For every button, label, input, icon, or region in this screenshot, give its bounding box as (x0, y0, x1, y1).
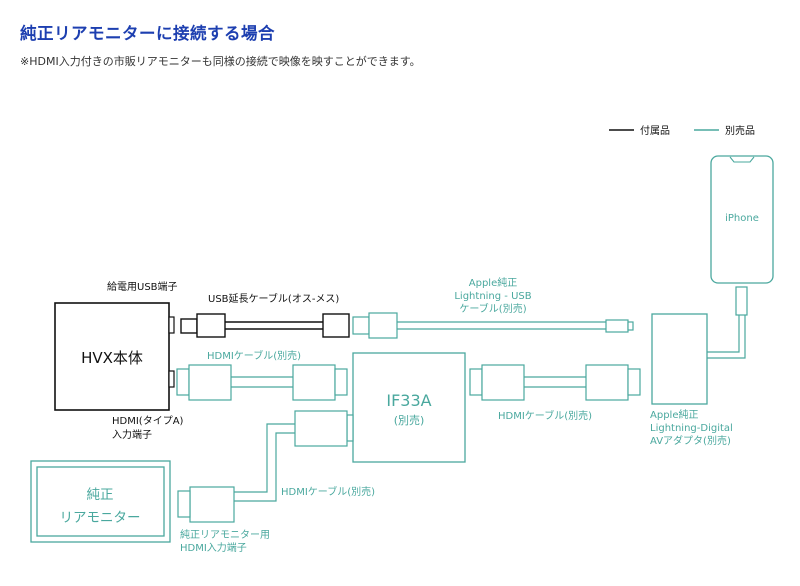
hdmi-cable-top-label: HDMIケーブル(別売) (207, 349, 301, 362)
page-title: 純正リアモニターに接続する場合 (20, 24, 275, 43)
lightning-usb-label-line1: Apple純正 (469, 276, 517, 289)
hdmi-input-port (168, 370, 175, 388)
monitor-port-label-line1: 純正リアモニター用 (180, 528, 270, 541)
rear-monitor: 純正 リアモニター (30, 460, 171, 543)
hvx-unit: HVX本体 (54, 302, 175, 411)
lightning-usb-label-line2: Lightning - USB (454, 291, 531, 302)
hdmi-cable-if33a-adapter (469, 364, 641, 401)
hdmi-port-label-line2: 入力端子 (112, 428, 152, 441)
iphone-lightning-cable (707, 286, 748, 359)
legend-sold-separately-label: 別売品 (725, 124, 755, 137)
usb-power-port-label: 給電用USB端子 (107, 280, 178, 293)
monitor-port-label-line2: HDMI入力端子 (180, 541, 247, 554)
usb-extension-cable (180, 313, 350, 338)
hdmi-cable-bottom-label: HDMIケーブル(別売) (281, 485, 375, 498)
hdmi-port-label-line1: HDMI(タイプA) (112, 415, 184, 427)
av-adapter-label-line2: Lightning-Digital (650, 423, 733, 434)
if33a-sublabel: (別売) (394, 414, 425, 427)
if33a-box: IF33A (別売) (352, 352, 466, 463)
page-note: ※HDMI入力付きの市販リアモニターも同様の接続で映像を映すことができます。 (20, 55, 421, 68)
rear-monitor-sublabel: リアモニター (60, 510, 141, 526)
hvx-unit-label: HVX本体 (81, 349, 143, 367)
av-adapter-label-line3: AVアダプタ(別売) (650, 434, 731, 447)
usb-power-port (168, 316, 175, 334)
if33a-label: IF33A (386, 391, 431, 410)
usb-extension-cable-label: USB延長ケーブル(オス-メス) (208, 292, 339, 305)
iphone-device: iPhone (710, 155, 774, 284)
lightning-usb-label-line3: ケーブル(別売) (459, 302, 526, 315)
hdmi-cable-if33a-monitor (177, 410, 354, 523)
iphone-label: iPhone (725, 213, 759, 224)
av-adapter-label-line1: Apple純正 (650, 408, 698, 421)
hdmi-cable-hvx-if33a (176, 364, 348, 401)
legend: 付属品 別売品 (609, 124, 755, 137)
av-adapter (651, 313, 708, 405)
legend-included-label: 付属品 (640, 124, 670, 137)
lightning-usb-cable (352, 312, 634, 339)
rear-monitor-label: 純正 (87, 487, 114, 503)
hdmi-cable-right-label: HDMIケーブル(別売) (498, 409, 592, 422)
